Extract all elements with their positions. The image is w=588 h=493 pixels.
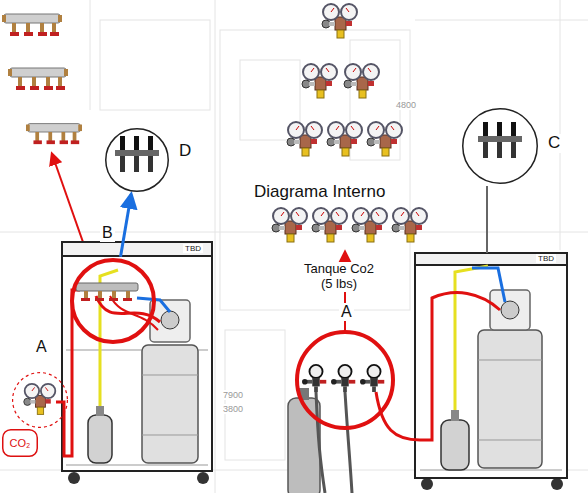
node-outline	[462, 108, 538, 184]
faucet-icon-d	[115, 136, 159, 172]
brand-mark: TBD	[536, 254, 556, 263]
callout-letter: C	[546, 134, 562, 153]
node-shape	[72, 260, 154, 342]
regulator-circle: A	[12, 372, 68, 428]
node-shape	[297, 332, 393, 428]
callout-letter: A	[34, 338, 49, 356]
diagram-title: Diagrama Interno	[252, 182, 387, 202]
callout-letter: D	[177, 142, 193, 161]
node-shape	[463, 109, 538, 184]
highlight-circle: A	[295, 330, 395, 430]
node-outline	[295, 330, 395, 430]
co2-tank: CO₂	[2, 429, 38, 457]
dimension-number: 7900	[221, 390, 245, 400]
dimension-number: 4800	[394, 100, 418, 110]
node-outline	[105, 128, 169, 192]
dimension-number: 3800	[221, 404, 245, 414]
left-cabinet	[56, 242, 212, 484]
brand-mark: TBD	[183, 244, 203, 253]
node-shape	[106, 129, 169, 192]
regulator-stack	[272, 4, 427, 242]
callout-letter: A	[339, 303, 354, 321]
highlight-circle: B	[70, 258, 156, 344]
node-outline	[12, 372, 68, 428]
node-label: CO₂	[10, 437, 31, 449]
node-shape	[3, 430, 38, 457]
detail-circle: C	[462, 108, 538, 184]
tank-label: Tanque Co2 (5 lbs)	[298, 262, 380, 292]
right-cabinet	[376, 186, 567, 490]
faucet-icon-c	[478, 122, 522, 158]
beer-line-connector	[121, 195, 132, 257]
manifold-photos	[2, 14, 82, 144]
node-shape	[13, 373, 68, 428]
node-outline	[70, 258, 156, 344]
left-regulator	[24, 384, 56, 415]
callout-letter: B	[100, 224, 115, 242]
detail-circle: D	[105, 128, 169, 192]
